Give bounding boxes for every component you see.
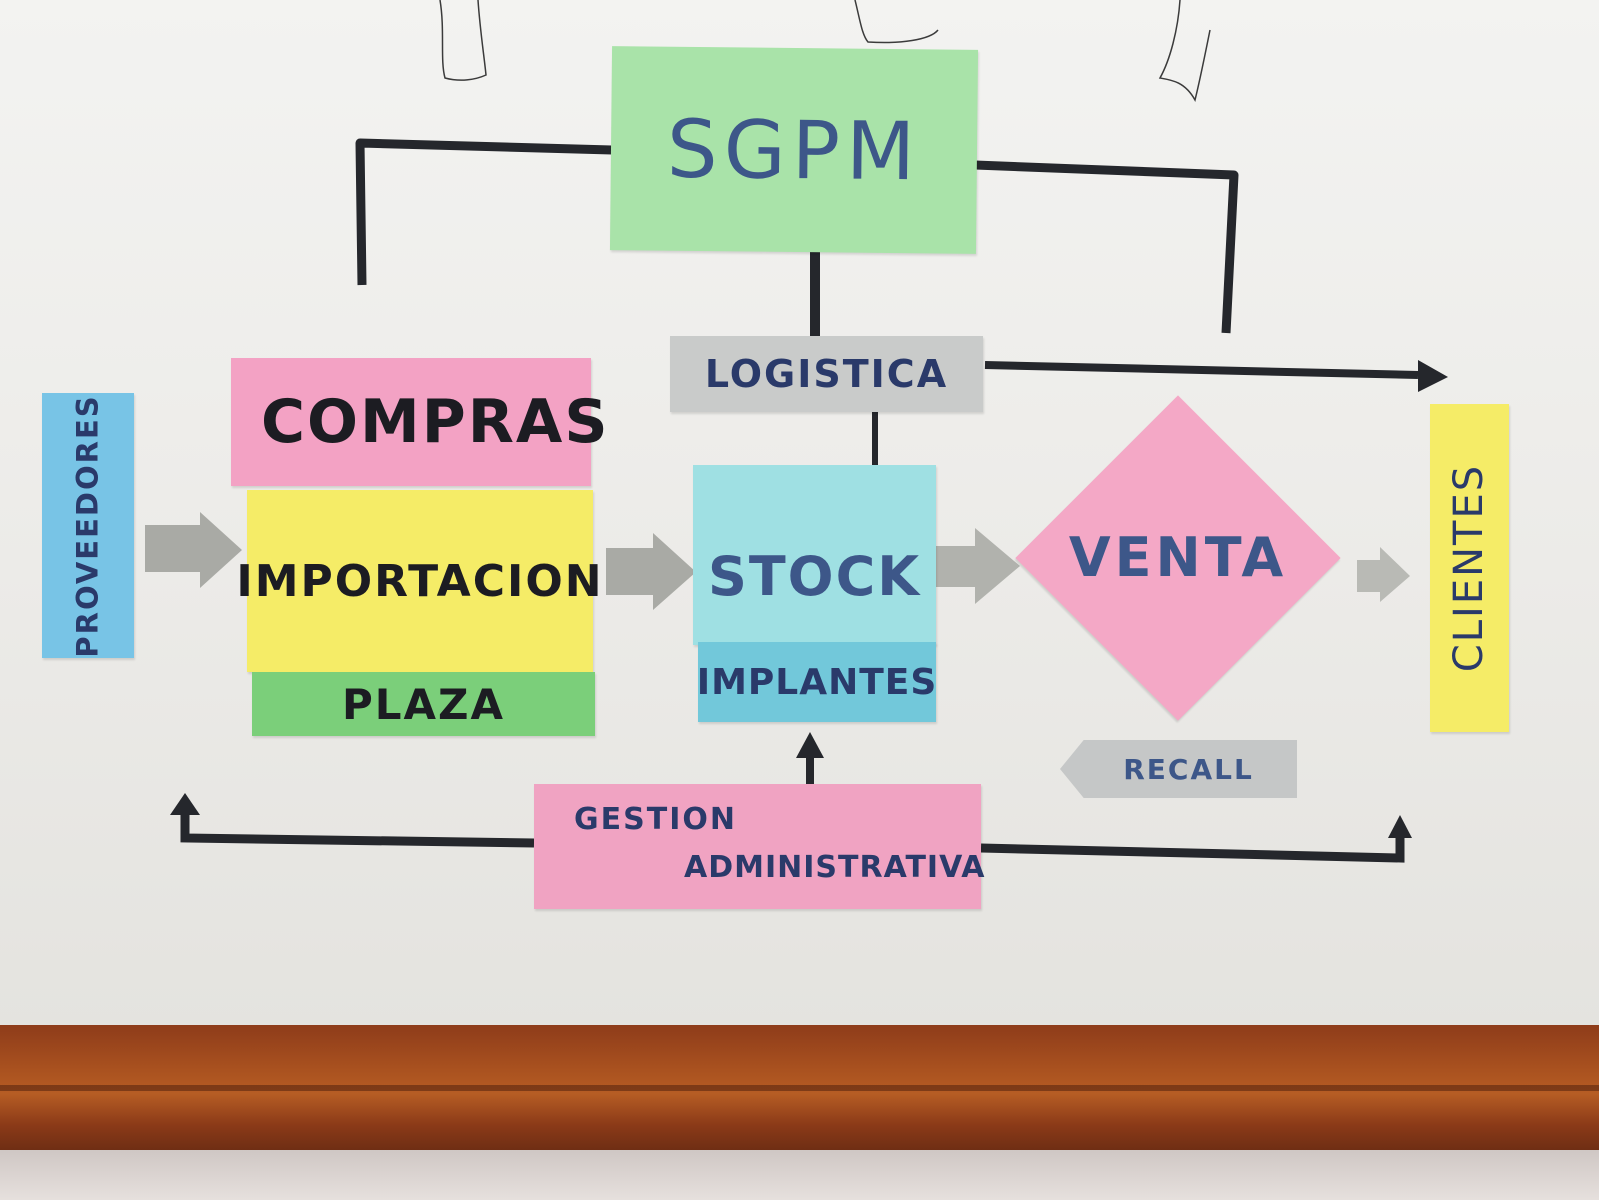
connector-sgpm-clientes [974, 160, 1239, 334]
node-importacion: IMPORTACION [236, 490, 602, 672]
flow-arrow-stock-venta [928, 528, 1020, 604]
node-compras: COMPRAS [231, 358, 608, 486]
node-recall-label: RECALL [1123, 752, 1254, 786]
board-doodle-3 [1158, 0, 1211, 103]
node-logistica: LOGISTICA [670, 336, 983, 412]
arrowhead-right-logistica [1418, 360, 1448, 392]
node-stock-label: STOCK [707, 545, 922, 608]
floor-background [0, 1150, 1599, 1200]
node-venta-label: VENTA [1068, 526, 1288, 589]
node-gestion-administrativa: GESTION ADMINISTRATIVA [534, 784, 985, 909]
connector-logistica-clientes [984, 361, 1419, 379]
node-proveedores: PROVEEDORES [42, 393, 134, 658]
node-clientes-label: CLIENTES [1446, 463, 1493, 673]
node-implantes-label: IMPLANTES [696, 661, 938, 703]
node-proveedores-label: PROVEEDORES [71, 393, 105, 658]
node-gestion-label-line2: ADMINISTRATIVA [684, 850, 986, 885]
node-clientes: CLIENTES [1430, 404, 1509, 732]
connector-lines [145, 0, 1448, 863]
whiteboard-frame [0, 1025, 1599, 1150]
node-plaza: PLAZA [252, 672, 595, 736]
node-stock: STOCK [693, 465, 936, 645]
node-gestion-label-line1: GESTION [574, 802, 737, 837]
board-doodle-2 [854, 0, 939, 44]
node-importacion-label: IMPORTACION [236, 555, 604, 607]
flow-arrow-proveedores-importacion [145, 512, 242, 588]
node-compras-label: COMPRAS [261, 387, 610, 457]
board-doodle-1 [439, 0, 487, 81]
node-logistica-label: LOGISTICA [704, 352, 949, 396]
arrowhead-up-left [170, 793, 200, 815]
node-venta: VENTA [1013, 390, 1343, 725]
node-plaza-label: PLAZA [341, 679, 505, 729]
arrowhead-up-right [1388, 815, 1412, 838]
connector-admin-right [980, 835, 1405, 863]
node-sgpm-label: SGPM [666, 102, 922, 198]
node-implantes: IMPLANTES [696, 642, 938, 722]
flow-arrow-venta-clientes [1357, 547, 1410, 602]
connector-sgpm-compras [355, 138, 613, 286]
connector-admin-left [180, 812, 535, 848]
arrowhead-up-implantes [796, 732, 824, 758]
node-sgpm: SGPM [609, 46, 979, 254]
node-recall: RECALL [1060, 740, 1297, 798]
flow-arrow-importacion-stock [606, 533, 696, 610]
